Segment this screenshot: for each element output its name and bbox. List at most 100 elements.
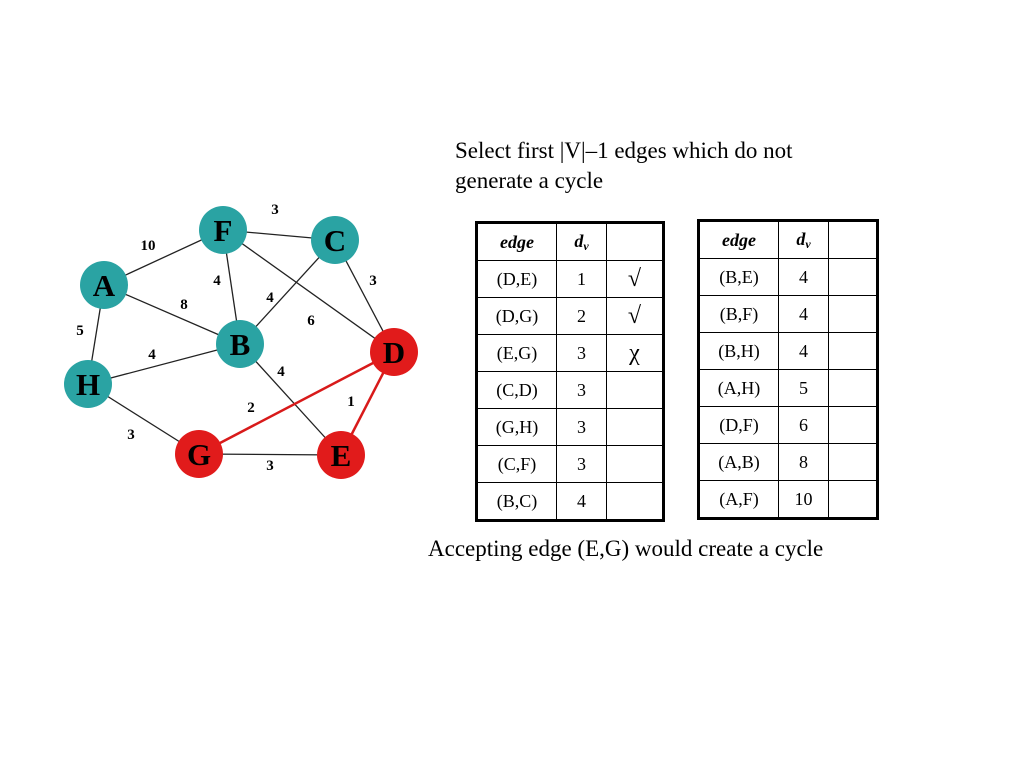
edge-cell: (D,E): [476, 260, 557, 298]
table-row: (B,C)4: [476, 482, 664, 521]
edge-cell: (B,E): [698, 258, 779, 296]
node-circle: [216, 320, 264, 368]
node-label: G: [187, 437, 211, 472]
edge-cell: (A,F): [698, 480, 779, 519]
mark-cell: [606, 408, 664, 446]
node-e: E: [317, 431, 365, 479]
edge-weight-label: 4: [277, 364, 285, 380]
node-label: D: [383, 335, 405, 370]
mark-cell: √: [606, 260, 664, 298]
mark-cell: [828, 480, 878, 519]
dv-cell: 3: [556, 445, 607, 483]
node-label: H: [76, 367, 100, 402]
edge-b-e: [239, 343, 342, 456]
mark-cell: √: [606, 297, 664, 335]
mark-cell: [606, 371, 664, 409]
table-row: (A,B)8: [698, 443, 878, 481]
table-row: (B,H)4: [698, 332, 878, 370]
edge-h-b: [87, 343, 241, 385]
node-circle: [370, 328, 418, 376]
instruction-caption: Select first |V|–1 edges which do not ge…: [455, 136, 875, 196]
mark-cell: [828, 406, 878, 444]
edge-weight-label: 3: [127, 427, 135, 443]
table-header-row: edge dv: [698, 220, 878, 259]
table-row: (C,F)3: [476, 445, 664, 483]
edge-weight-label: 4: [148, 347, 156, 363]
dv-cell: 1: [556, 260, 607, 298]
node-label: E: [331, 438, 352, 473]
mark-cell: [828, 295, 878, 333]
mark-cell: [828, 332, 878, 370]
node-circle: [311, 216, 359, 264]
edge-weight-label: 8: [180, 297, 188, 313]
dv-cell: 8: [778, 443, 829, 481]
header-edge: edge: [698, 220, 779, 259]
mark-cell: [828, 443, 878, 481]
node-c: C: [311, 216, 359, 264]
mark-cell: [828, 258, 878, 296]
edge-cell: (B,F): [698, 295, 779, 333]
table-row: (B,F)4: [698, 295, 878, 333]
edge-cell: (D,F): [698, 406, 779, 444]
edge-weight-label: 4: [213, 273, 221, 289]
dv-cell: 4: [778, 332, 829, 370]
dv-cell: 3: [556, 408, 607, 446]
node-circle: [80, 261, 128, 309]
node-d: D: [370, 328, 418, 376]
table-row: (C,D)3: [476, 371, 664, 409]
node-circle: [199, 206, 247, 254]
edge-cell: (C,F): [476, 445, 557, 483]
edge-cell: (G,H): [476, 408, 557, 446]
edge-cell: (B,C): [476, 482, 557, 521]
edge-weight-label: 2: [247, 400, 255, 416]
sorted-edges-table-2: edge dv (B,E)4(B,F)4(B,H)4(A,H)5(D,F)6(A…: [697, 219, 879, 520]
dv-cell: 5: [778, 369, 829, 407]
node-label: A: [93, 268, 116, 303]
edge-weight-label: 3: [271, 202, 279, 218]
table-header-row: edge dv: [476, 222, 664, 261]
mark-cell: [606, 445, 664, 483]
caption-line-2: generate a cycle: [455, 168, 604, 193]
edge-a-b: [103, 284, 241, 345]
node-label: C: [324, 223, 346, 258]
edge-weight-label: 5: [76, 323, 84, 339]
table-row: (B,E)4: [698, 258, 878, 296]
dv-cell: 2: [556, 297, 607, 335]
caption-line-1: Select first |V|–1 edges which do not: [455, 138, 793, 163]
edge-weight-label: 10: [141, 238, 156, 254]
edge-weight-label: 3: [266, 458, 274, 474]
header-mark: [606, 222, 664, 261]
header-dv: dv: [556, 222, 607, 261]
node-label: F: [214, 213, 233, 248]
node-label: B: [230, 327, 251, 362]
node-b: B: [216, 320, 264, 368]
edge-f-d: [222, 229, 395, 353]
cycle-note: Accepting edge (E,G) would create a cycl…: [428, 536, 824, 561]
edge-cell: (A,B): [698, 443, 779, 481]
node-circle: [317, 431, 365, 479]
edge-weight-label: 4: [266, 290, 274, 306]
mark-cell: [828, 369, 878, 407]
header-mark: [828, 220, 878, 259]
dv-cell: 6: [778, 406, 829, 444]
dv-cell: 4: [778, 258, 829, 296]
node-circle: [64, 360, 112, 408]
table-row: (A,H)5: [698, 369, 878, 407]
edge-weight-label: 6: [307, 313, 315, 329]
edge-cell: (B,H): [698, 332, 779, 370]
table-row: (D,F)6: [698, 406, 878, 444]
table-row: (D,E)1√: [476, 260, 664, 298]
node-circle: [175, 430, 223, 478]
mark-cell: χ: [606, 334, 664, 372]
edge-g-d: [198, 350, 395, 456]
mark-cell: [606, 482, 664, 521]
edge-cell: (E,G): [476, 334, 557, 372]
dv-cell: 3: [556, 334, 607, 372]
dv-cell: 3: [556, 371, 607, 409]
edge-weight-label: 1: [347, 394, 355, 410]
table-row: (G,H)3: [476, 408, 664, 446]
